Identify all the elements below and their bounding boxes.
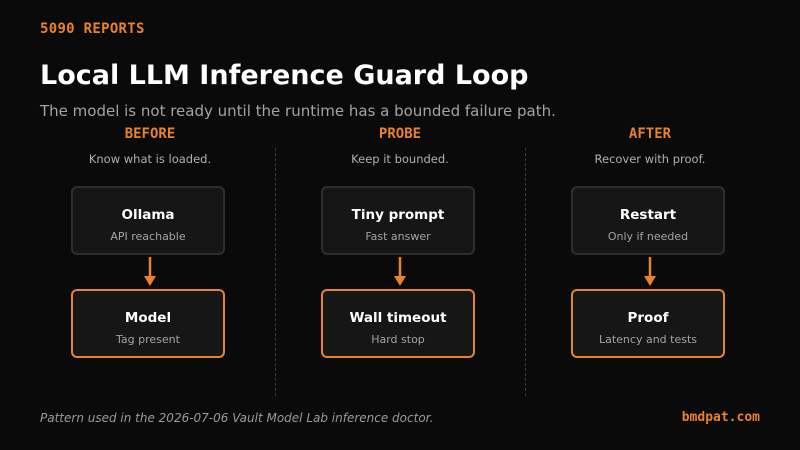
- column-caption: Keep it bounded.: [351, 152, 449, 166]
- step-box-subtitle: API reachable: [110, 230, 186, 243]
- step-box-subtitle: Tag present: [116, 333, 180, 346]
- footer-note: Pattern used in the 2026-07-06 Vault Mod…: [40, 411, 434, 425]
- step-box-wall-timeout: Wall timeout Hard stop: [321, 289, 475, 358]
- column-probe: PROBE Keep it bounded. Tiny prompt Fast …: [275, 126, 525, 366]
- step-box-proof: Proof Latency and tests: [571, 289, 725, 358]
- page-title: Local LLM Inference Guard Loop: [40, 60, 529, 91]
- column-title: PROBE: [378, 126, 422, 142]
- column-caption: Recover with proof.: [594, 152, 706, 166]
- step-box-title: Tiny prompt: [351, 207, 445, 223]
- column-after: AFTER Recover with proof. Restart Only i…: [525, 126, 775, 366]
- step-box-title: Proof: [627, 310, 669, 326]
- arrow-down-icon: [144, 257, 156, 286]
- step-box-title: Restart: [619, 207, 677, 223]
- step-box-subtitle: Only if needed: [607, 230, 689, 243]
- column-caption: Know what is loaded.: [88, 152, 212, 166]
- footer-brand: bmdpat.com: [681, 410, 760, 425]
- step-box-title: Ollama: [121, 207, 175, 223]
- column-divider-2: [525, 148, 526, 396]
- column-title: BEFORE: [124, 126, 176, 142]
- arrow-down-icon: [644, 257, 656, 286]
- column-title: AFTER: [628, 126, 672, 142]
- column-divider-1: [275, 148, 276, 396]
- column-before: BEFORE Know what is loaded. Ollama API r…: [25, 126, 275, 366]
- arrow-down-icon: [394, 257, 406, 286]
- step-box-title: Wall timeout: [349, 310, 447, 326]
- page-subtitle: The model is not ready until the runtime…: [40, 102, 556, 120]
- step-box-tiny-prompt: Tiny prompt Fast answer: [321, 186, 475, 255]
- report-kicker: 5090 REPORTS: [40, 21, 145, 37]
- step-box-subtitle: Fast answer: [365, 230, 431, 243]
- step-box-subtitle: Latency and tests: [598, 333, 698, 346]
- step-box-restart: Restart Only if needed: [571, 186, 725, 255]
- step-box-subtitle: Hard stop: [371, 333, 425, 346]
- step-box-model: Model Tag present: [71, 289, 225, 358]
- step-box-ollama: Ollama API reachable: [71, 186, 225, 255]
- step-box-title: Model: [124, 310, 172, 326]
